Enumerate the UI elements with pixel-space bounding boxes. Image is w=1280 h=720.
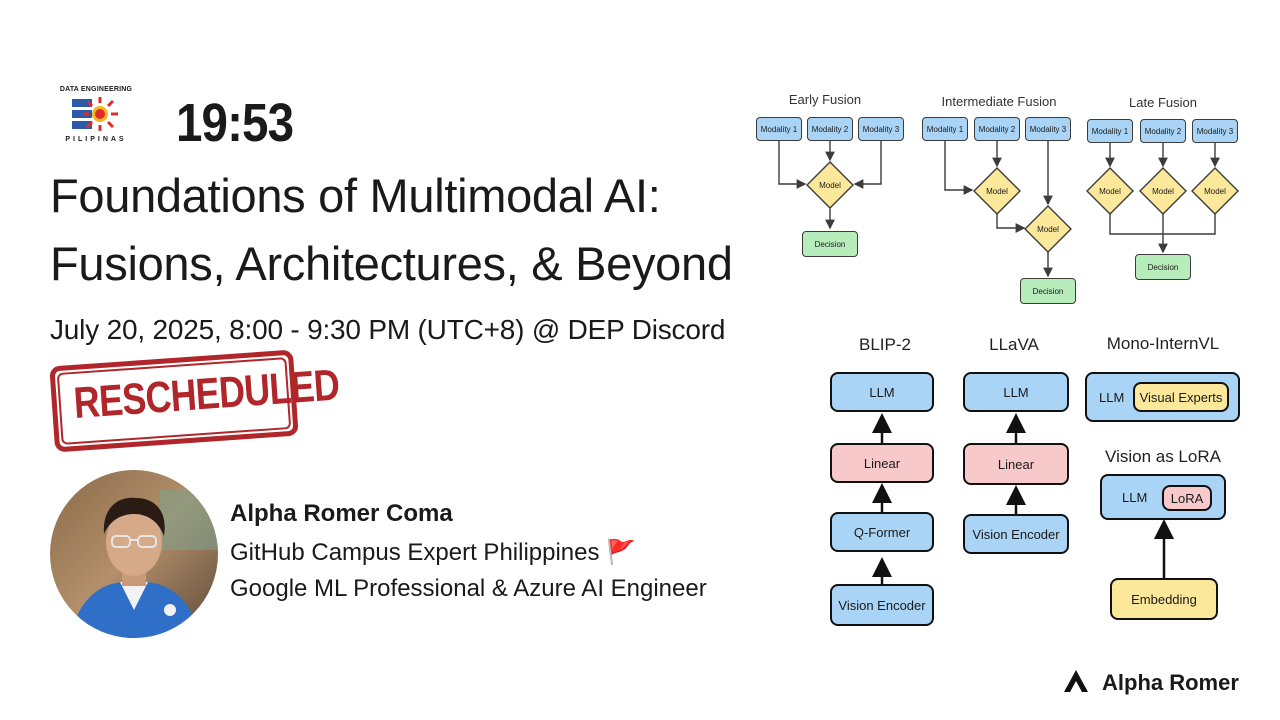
llava-title: LLaVA xyxy=(989,335,1039,354)
blip2-qformer: Q-Former xyxy=(830,512,934,552)
speaker-role-2: Google ML Professional & Azure AI Engine… xyxy=(230,575,707,602)
mono-internvl-visual-experts: Visual Experts xyxy=(1133,382,1229,412)
logo-top-text: DATA ENGINEERING xyxy=(59,86,133,93)
early-modality-1: Modality 1 xyxy=(756,117,802,141)
late-model-3: Model xyxy=(1204,186,1226,196)
late-fusion-title: Late Fusion xyxy=(1129,95,1197,110)
late-modality-3: Modality 3 xyxy=(1192,119,1238,143)
brand: Alpha Romer xyxy=(1062,668,1239,698)
data-engineering-pilipinas-logo: DATA ENGINEERING PILIPINAS xyxy=(52,86,140,146)
blip2-linear: Linear xyxy=(830,443,934,483)
logo-bottom-text: PILIPINAS xyxy=(65,136,127,143)
intermediate-model-2: Model xyxy=(1037,224,1059,234)
blip2-vision-encoder: Vision Encoder xyxy=(830,584,934,626)
intermediate-modality-1: Modality 1 xyxy=(922,117,968,141)
late-decision: Decision xyxy=(1135,254,1191,280)
early-modality-3: Modality 3 xyxy=(858,117,904,141)
blip2-llm: LLM xyxy=(830,372,934,412)
llava-vision-encoder: Vision Encoder xyxy=(963,514,1069,554)
mono-internvl-title: Mono-InternVL xyxy=(1106,334,1220,353)
intermediate-model-1: Model xyxy=(986,186,1008,196)
late-modality-2: Modality 2 xyxy=(1140,119,1186,143)
brand-name: Alpha Romer xyxy=(1102,670,1239,695)
intermediate-decision: Decision xyxy=(1020,278,1076,304)
title-line-2: Fusions, Architectures, & Beyond xyxy=(50,237,733,290)
lora-box: LoRA xyxy=(1162,485,1212,511)
speaker-avatar xyxy=(50,470,218,638)
event-dateline: July 20, 2025, 8:00 - 9:30 PM (UTC+8) @ … xyxy=(50,314,726,345)
mono-internvl-llm: LLM xyxy=(1099,389,1125,405)
clock: 19:53 xyxy=(176,93,294,153)
early-decision: Decision xyxy=(802,231,858,257)
late-modality-1: Modality 1 xyxy=(1087,119,1133,143)
lora-llm-container: LLM LoRA xyxy=(1100,474,1226,520)
lora-llm: LLM xyxy=(1122,489,1148,505)
intermediate-modality-3: Modality 3 xyxy=(1025,117,1071,141)
mono-internvl-llm-container: LLM Visual Experts xyxy=(1085,372,1240,422)
early-model: Model xyxy=(819,180,841,190)
vision-as-lora-title: Vision as LoRA xyxy=(1105,447,1221,466)
early-modality-2: Modality 2 xyxy=(807,117,853,141)
llava-linear: Linear xyxy=(963,443,1069,485)
intermediate-modality-2: Modality 2 xyxy=(974,117,1020,141)
brand-logo-icon xyxy=(1064,670,1088,692)
intermediate-fusion-title: Intermediate Fusion xyxy=(941,94,1057,109)
speaker-name: Alpha Romer Coma xyxy=(230,500,453,527)
speaker-role-1: GitHub Campus Expert Philippines 🚩 xyxy=(230,539,637,566)
late-model-2: Model xyxy=(1152,186,1174,196)
sun-logo-icon xyxy=(72,97,118,131)
blip2-title: BLIP-2 xyxy=(859,335,911,354)
title-line-1: Foundations of Multimodal AI: xyxy=(50,169,661,222)
late-model-1: Model xyxy=(1099,186,1121,196)
llava-llm: LLM xyxy=(963,372,1069,412)
early-fusion-title: Early Fusion xyxy=(788,92,862,107)
lora-embedding: Embedding xyxy=(1110,578,1218,620)
